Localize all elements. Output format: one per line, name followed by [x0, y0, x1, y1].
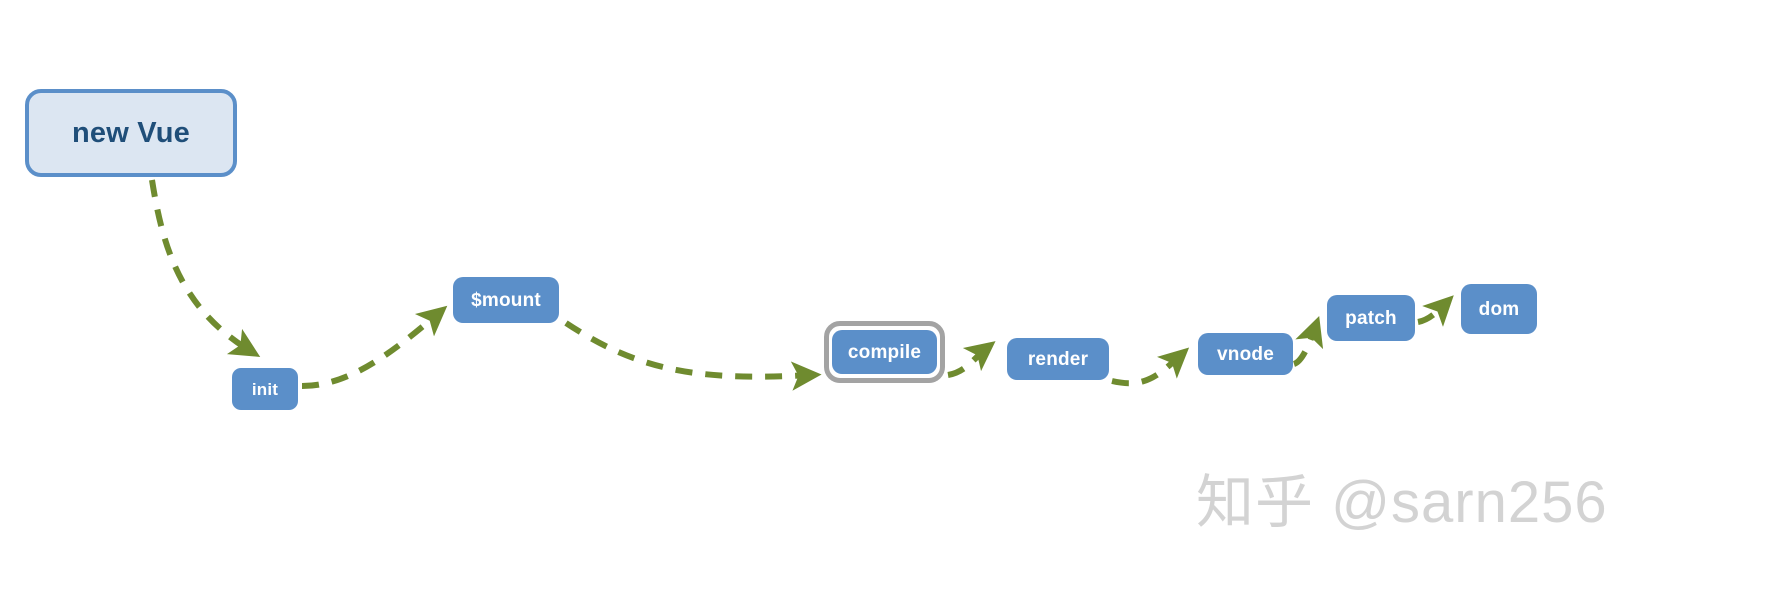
edge-mount-to-compile [564, 320, 822, 391]
watermark: 知乎 @sarn256 [1196, 455, 1608, 539]
edge-new-vue-to-init [149, 179, 261, 357]
edge-init-to-mount [301, 305, 448, 389]
node-mount[interactable]: $mount [453, 277, 559, 323]
node-dom[interactable]: dom [1461, 284, 1537, 334]
node-render-label: render [1027, 348, 1089, 370]
node-new-vue-label: new Vue [72, 116, 190, 149]
node-vnode[interactable]: vnode [1198, 333, 1293, 375]
node-compile-label: compile [847, 341, 922, 363]
node-new-vue[interactable]: new Vue [25, 89, 237, 177]
node-render[interactable]: render [1007, 338, 1109, 380]
edge-vnode-to-patch [1292, 315, 1324, 367]
edge-compile-to-render [947, 341, 996, 378]
node-mount-label: $mount [471, 289, 541, 311]
edge-render-to-vnode [1111, 347, 1190, 387]
node-dom-label: dom [1478, 298, 1520, 320]
node-compile[interactable]: compile [832, 330, 937, 374]
node-init[interactable]: init [232, 368, 298, 410]
edge-patch-to-dom [1417, 295, 1454, 327]
node-patch-label: patch [1345, 307, 1397, 329]
node-vnode-label: vnode [1217, 343, 1274, 365]
node-patch[interactable]: patch [1327, 295, 1415, 341]
node-init-label: init [251, 379, 279, 399]
watermark-text: 知乎 @sarn256 [1196, 470, 1608, 535]
